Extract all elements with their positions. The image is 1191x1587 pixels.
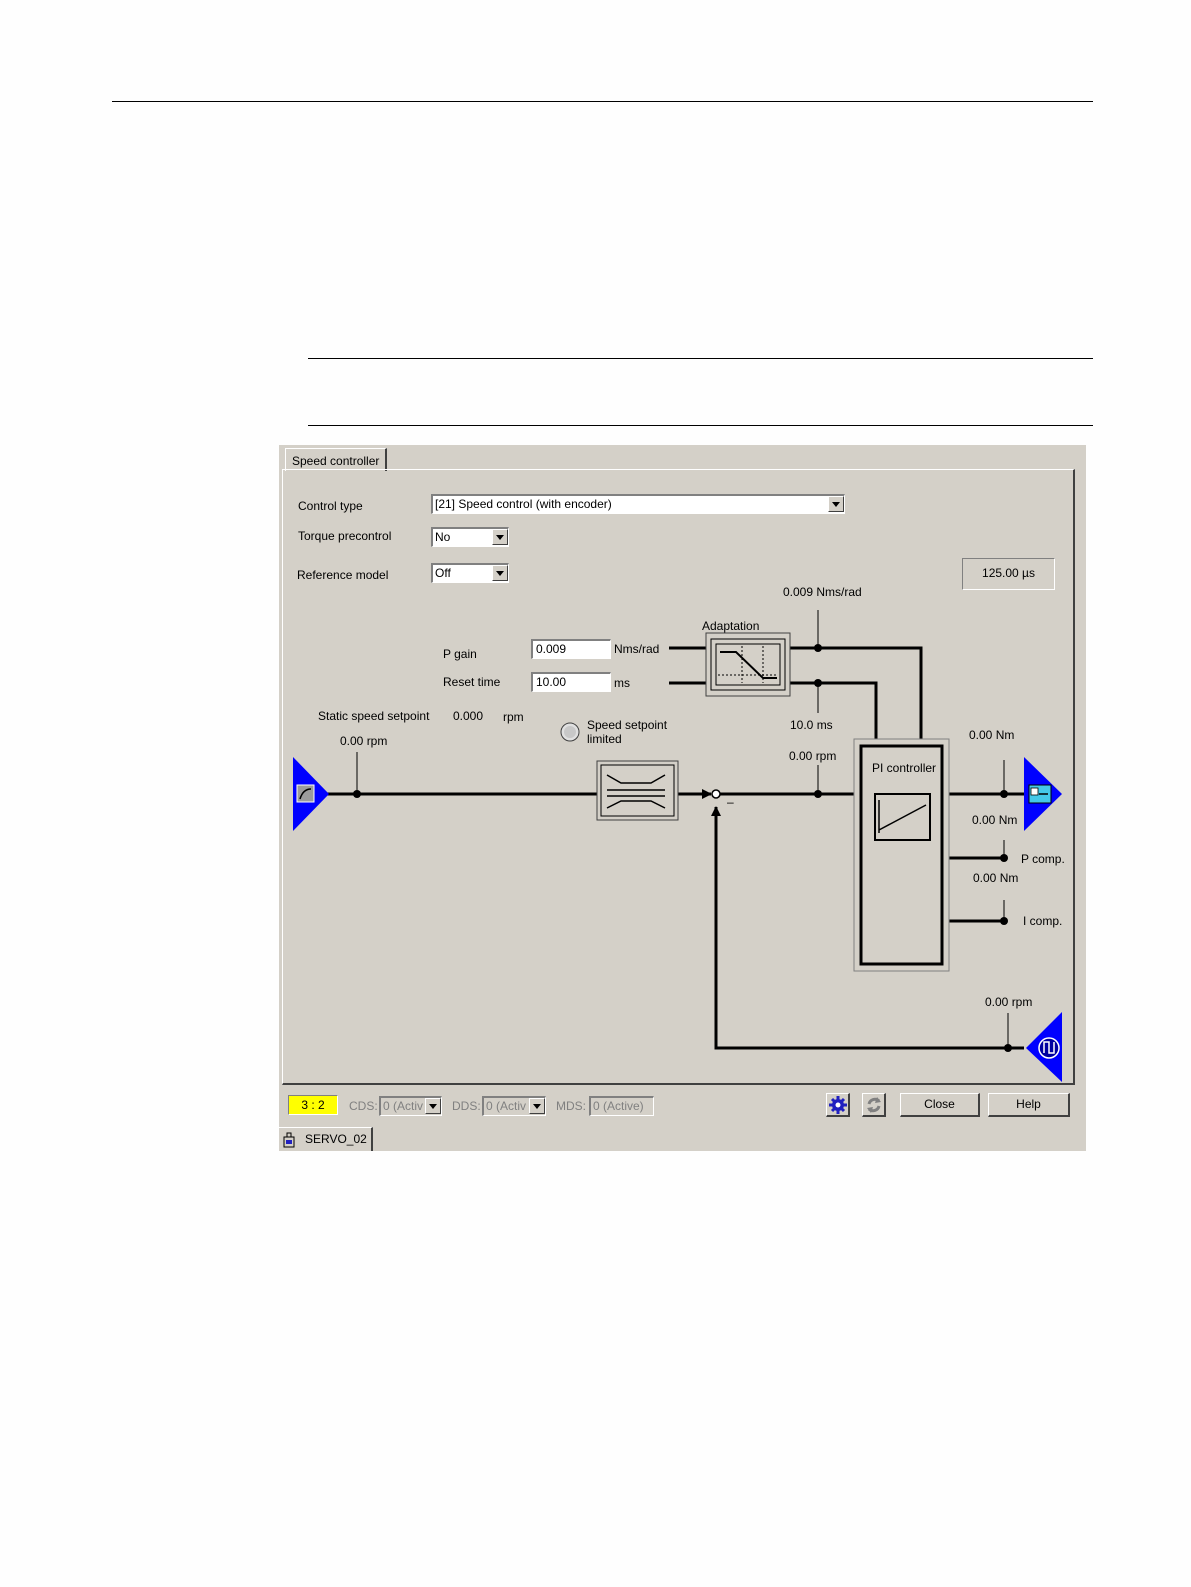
static-setpoint-label: Static speed setpoint [318, 709, 430, 723]
pi-controller-block [853, 738, 950, 972]
counter-badge: 3 : 2 [288, 1095, 338, 1115]
node-adapt-p [814, 644, 822, 652]
p-comp-label: P comp. [1021, 852, 1065, 866]
settings-gear-icon [829, 1096, 847, 1114]
tab-servo-02-label: SERVO_02 [305, 1132, 367, 1146]
reference-model-select[interactable]: Off [431, 563, 509, 583]
i-comp-label: I comp. [1023, 914, 1063, 928]
mds-field: 0 (Active) [589, 1096, 654, 1116]
node-input [353, 790, 361, 798]
mds-value: 0 (Active) [593, 1099, 644, 1113]
cycle-time-display: 125.00 µs [962, 558, 1055, 590]
speed-limiter-block [596, 760, 679, 821]
cds-label: CDS: [349, 1099, 378, 1113]
settings-gear-button[interactable] [826, 1093, 850, 1117]
static-setpoint-value: 0.000 [453, 709, 484, 723]
adaptation-p-readout: 0.009 Nms/rad [783, 585, 862, 599]
i-comp-readout: 0.00 Nm [973, 871, 1019, 885]
note-rule-bottom [308, 425, 1093, 426]
input-readout: 0.00 rpm [340, 734, 388, 748]
speed-controller-dialog: Speed controller Control type [21] Speed… [279, 445, 1086, 1151]
speed-control-diagram [293, 610, 1062, 1082]
tab-servo-02[interactable]: SERVO_02 [279, 1127, 373, 1151]
device-icon [283, 1132, 295, 1148]
reset-time-unit: ms [614, 676, 630, 690]
p-gain-unit: Nms/rad [614, 642, 660, 656]
node-adapt-i [814, 679, 822, 687]
dds-label: DDS: [452, 1099, 481, 1113]
torque-precontrol-label: Torque precontrol [298, 529, 392, 543]
chevron-down-icon[interactable] [828, 496, 844, 512]
tab-speed-controller[interactable]: Speed controller [285, 448, 388, 471]
help-button[interactable]: Help [988, 1093, 1070, 1117]
chevron-down-icon[interactable] [529, 1098, 545, 1114]
feedback-line [711, 806, 1024, 1050]
p-gain-label: P gain [443, 647, 477, 661]
torque-output-readout: 0.00 Nm [969, 728, 1015, 742]
summing-junction [711, 789, 721, 799]
reference-model-value: Off [435, 566, 451, 580]
speed-limited-label-1: Speed setpoint [587, 718, 668, 732]
node-i-comp [1000, 917, 1008, 925]
top-rule [112, 101, 1093, 102]
error-readout: 0.00 rpm [789, 749, 837, 763]
control-type-select[interactable]: [21] Speed control (with encoder) [431, 494, 845, 514]
adaptation-label: Adaptation [702, 619, 760, 633]
reset-time-input[interactable]: 10.00 [531, 672, 611, 692]
encoder-input-icon [1026, 1012, 1062, 1082]
cycle-time-value: 125.00 µs [982, 566, 1035, 580]
tab-page [282, 469, 1075, 1085]
cds-value: 0 (Activ [383, 1099, 424, 1113]
static-setpoint-unit: rpm [503, 710, 524, 724]
note-rule-top [308, 358, 1093, 359]
torque-precontrol-select[interactable]: No [431, 527, 509, 547]
pi-controller-label: PI controller [872, 761, 937, 775]
summing-minus-sign: – [727, 795, 734, 809]
chevron-down-icon[interactable] [492, 529, 508, 545]
speed-limited-label-2: limited [587, 732, 622, 746]
adaptation-p-line [790, 646, 923, 739]
adaptation-block [705, 632, 791, 697]
mds-label: MDS: [556, 1099, 586, 1113]
p-gain-input[interactable]: 0.009 [531, 639, 611, 659]
torque-precontrol-value: No [435, 530, 451, 544]
torque-output-icon [1024, 757, 1062, 831]
node-output [1000, 790, 1008, 798]
ramp-input-icon [293, 757, 329, 831]
node-p-comp [1000, 854, 1008, 862]
p-comp-readout: 0.00 Nm [972, 813, 1018, 827]
actual-speed-readout: 0.00 rpm [985, 995, 1033, 1009]
dds-select[interactable]: 0 (Activ [482, 1096, 546, 1116]
status-led-icon [560, 722, 580, 742]
node-error [814, 790, 822, 798]
control-type-label: Control type [298, 499, 363, 513]
dds-value: 0 (Activ [486, 1099, 527, 1113]
control-type-value: [21] Speed control (with encoder) [435, 497, 612, 511]
node-feedback [1004, 1044, 1012, 1052]
close-button[interactable]: Close [900, 1093, 980, 1117]
refresh-button[interactable] [862, 1093, 886, 1117]
adaptation-i-readout: 10.0 ms [790, 718, 833, 732]
reset-time-label: Reset time [443, 675, 501, 689]
refresh-icon [867, 1097, 881, 1113]
chevron-down-icon[interactable] [492, 565, 508, 581]
chevron-down-icon[interactable] [425, 1098, 441, 1114]
cds-select[interactable]: 0 (Activ [379, 1096, 442, 1116]
reference-model-label: Reference model [297, 568, 389, 582]
